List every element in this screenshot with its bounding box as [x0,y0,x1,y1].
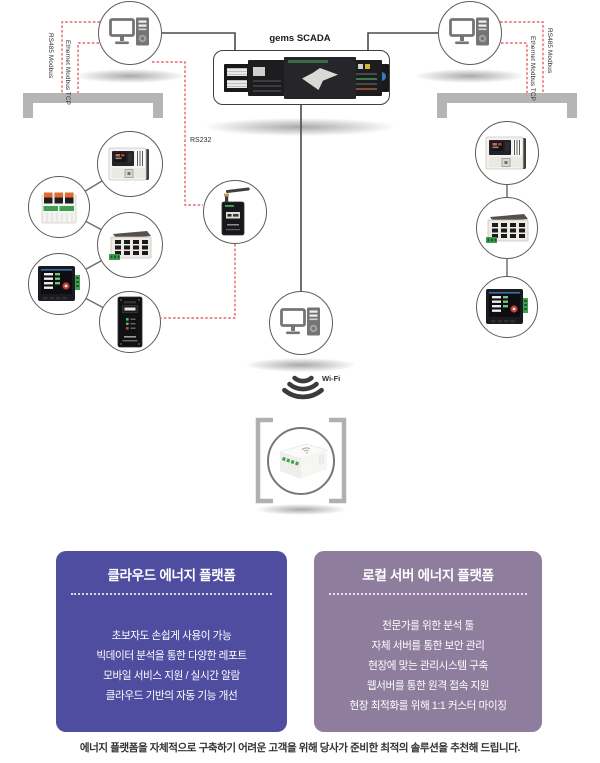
shadow [205,118,395,136]
scada-screens-image [224,64,250,92]
local-panel-title: 로컬 서버 에너지 플랫폼 [362,568,494,583]
dotted-separator [328,593,528,595]
wireless-modem-device [221,187,250,236]
device-node [28,253,90,315]
cloud-panel-title: 클라우드 에너지 플랫폼 [107,568,236,583]
scada-screens-image [248,60,286,96]
workstation-left [98,1,162,65]
bus-label-right-ethernet: Ethernet Modbus TCP [529,36,536,102]
scada-box [213,50,390,105]
panel-meter-device [38,266,80,301]
feature-item: 초보자도 손쉽게 사용이 가능 [111,630,232,642]
feature-item: 현장 최적화를 위해 1:1 커스터 마이징 [349,700,507,712]
bus-label-left-rs485: RS485 Modbus [47,33,54,79]
desktop-computer-icon [109,17,149,46]
gateway-device [279,443,328,479]
led-indicator-device [117,296,143,348]
feature-item: 현장에 맞는 관리시스템 구축 [368,660,488,672]
bus-label-right-rs485: RS485 Modbus [546,28,553,74]
footer-caption: 에너지 플랫폼을 자체적으로 구축하기 어려운 고객을 위해 당사가 준비한 최… [79,742,521,754]
dotted-separator [71,593,272,595]
wifi-icon [282,375,324,400]
shadow [415,69,525,83]
local-server-platform-panel: 로컬 서버 에너지 플랫폼 전문가를 위한 분석 툴 자체 서버를 통한 보안 … [314,551,542,732]
workstation-right [438,1,502,65]
feature-item: 빅데이터 분석을 통한 다양한 레포트 [96,650,247,662]
scada-screens-image [284,57,356,99]
rs232-label: RS232 [190,137,212,144]
workstation-center [269,291,333,355]
device-node [476,276,538,338]
device-node [97,212,163,278]
feature-item: 자체 서버를 통한 보안 관리 [371,640,485,652]
desktop-computer-icon [449,17,489,46]
scada-label: gems SCADA [269,33,331,44]
power-meter-device [485,136,526,170]
gateway-brackets [255,417,347,504]
device-node [476,197,538,259]
cloud-platform-panel: 클라우드 에너지 플랫폼 초보자도 손쉽게 사용이 가능 빅데이터 분석을 통한… [56,551,287,732]
gateway-node [267,427,335,495]
device-node [28,176,90,238]
device-node [97,131,163,197]
shadow [256,504,346,515]
terminal-box-device [109,231,152,260]
power-meter-device [108,147,149,181]
group-bracket [23,93,577,118]
shadow [75,69,185,83]
feature-item: 클라우드 기반의 자동 기능 개선 [105,690,238,702]
cloud-panel-features: 초보자도 손쉽게 사용이 가능 빅데이터 분석을 통한 다양한 레포트 모바일 … [56,626,287,706]
desktop-computer-icon [280,307,320,336]
device-node [475,121,539,185]
panel-meter-device [486,289,528,324]
terminal-box-device [486,214,529,243]
device-node [203,180,267,244]
device-node [99,291,161,353]
shadow [246,358,356,372]
io-module-device [41,192,77,223]
local-panel-features: 전문가를 위한 분석 툴 자체 서버를 통한 보안 관리 현장에 맞는 관리시스… [314,616,542,716]
feature-item: 모바일 서비스 지원 / 실시간 알람 [103,670,240,682]
feature-item: 웹서버를 통한 원격 접속 지원 [366,680,490,692]
feature-item: 전문가를 위한 분석 툴 [382,620,474,632]
wifi-label: Wi-Fi [322,374,341,383]
bus-label-left-ethernet: Ethernet Modbus TCP [64,40,71,106]
